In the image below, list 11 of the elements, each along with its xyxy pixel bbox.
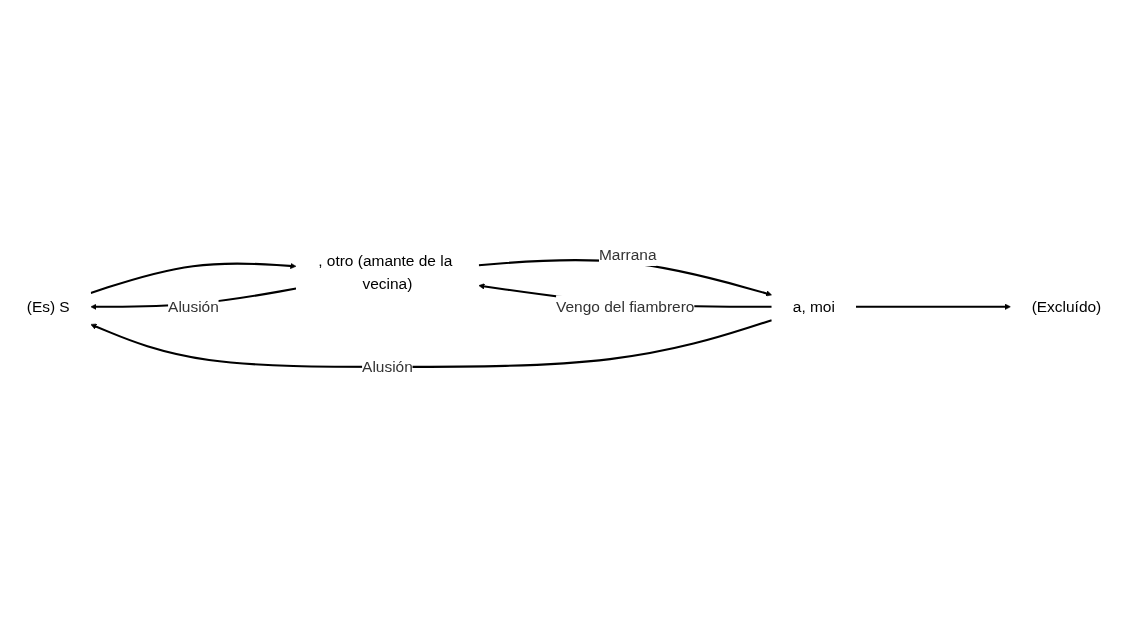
node-text: (Es) S: [26, 297, 70, 316]
arrow: [90, 262, 297, 294]
edge-label: Alusión: [362, 358, 413, 376]
node-text: , otro (amante de la vecina): [318, 251, 453, 293]
arrow: [856, 303, 1011, 310]
node-text: (Excluído): [1031, 297, 1102, 316]
arrow: [90, 319, 773, 368]
node-text: a, moi: [792, 297, 835, 316]
edge-label: Alusión: [168, 297, 219, 316]
edge-label: Marrana: [598, 245, 657, 264]
edge-label: Vengo del fiambrero: [556, 297, 695, 316]
